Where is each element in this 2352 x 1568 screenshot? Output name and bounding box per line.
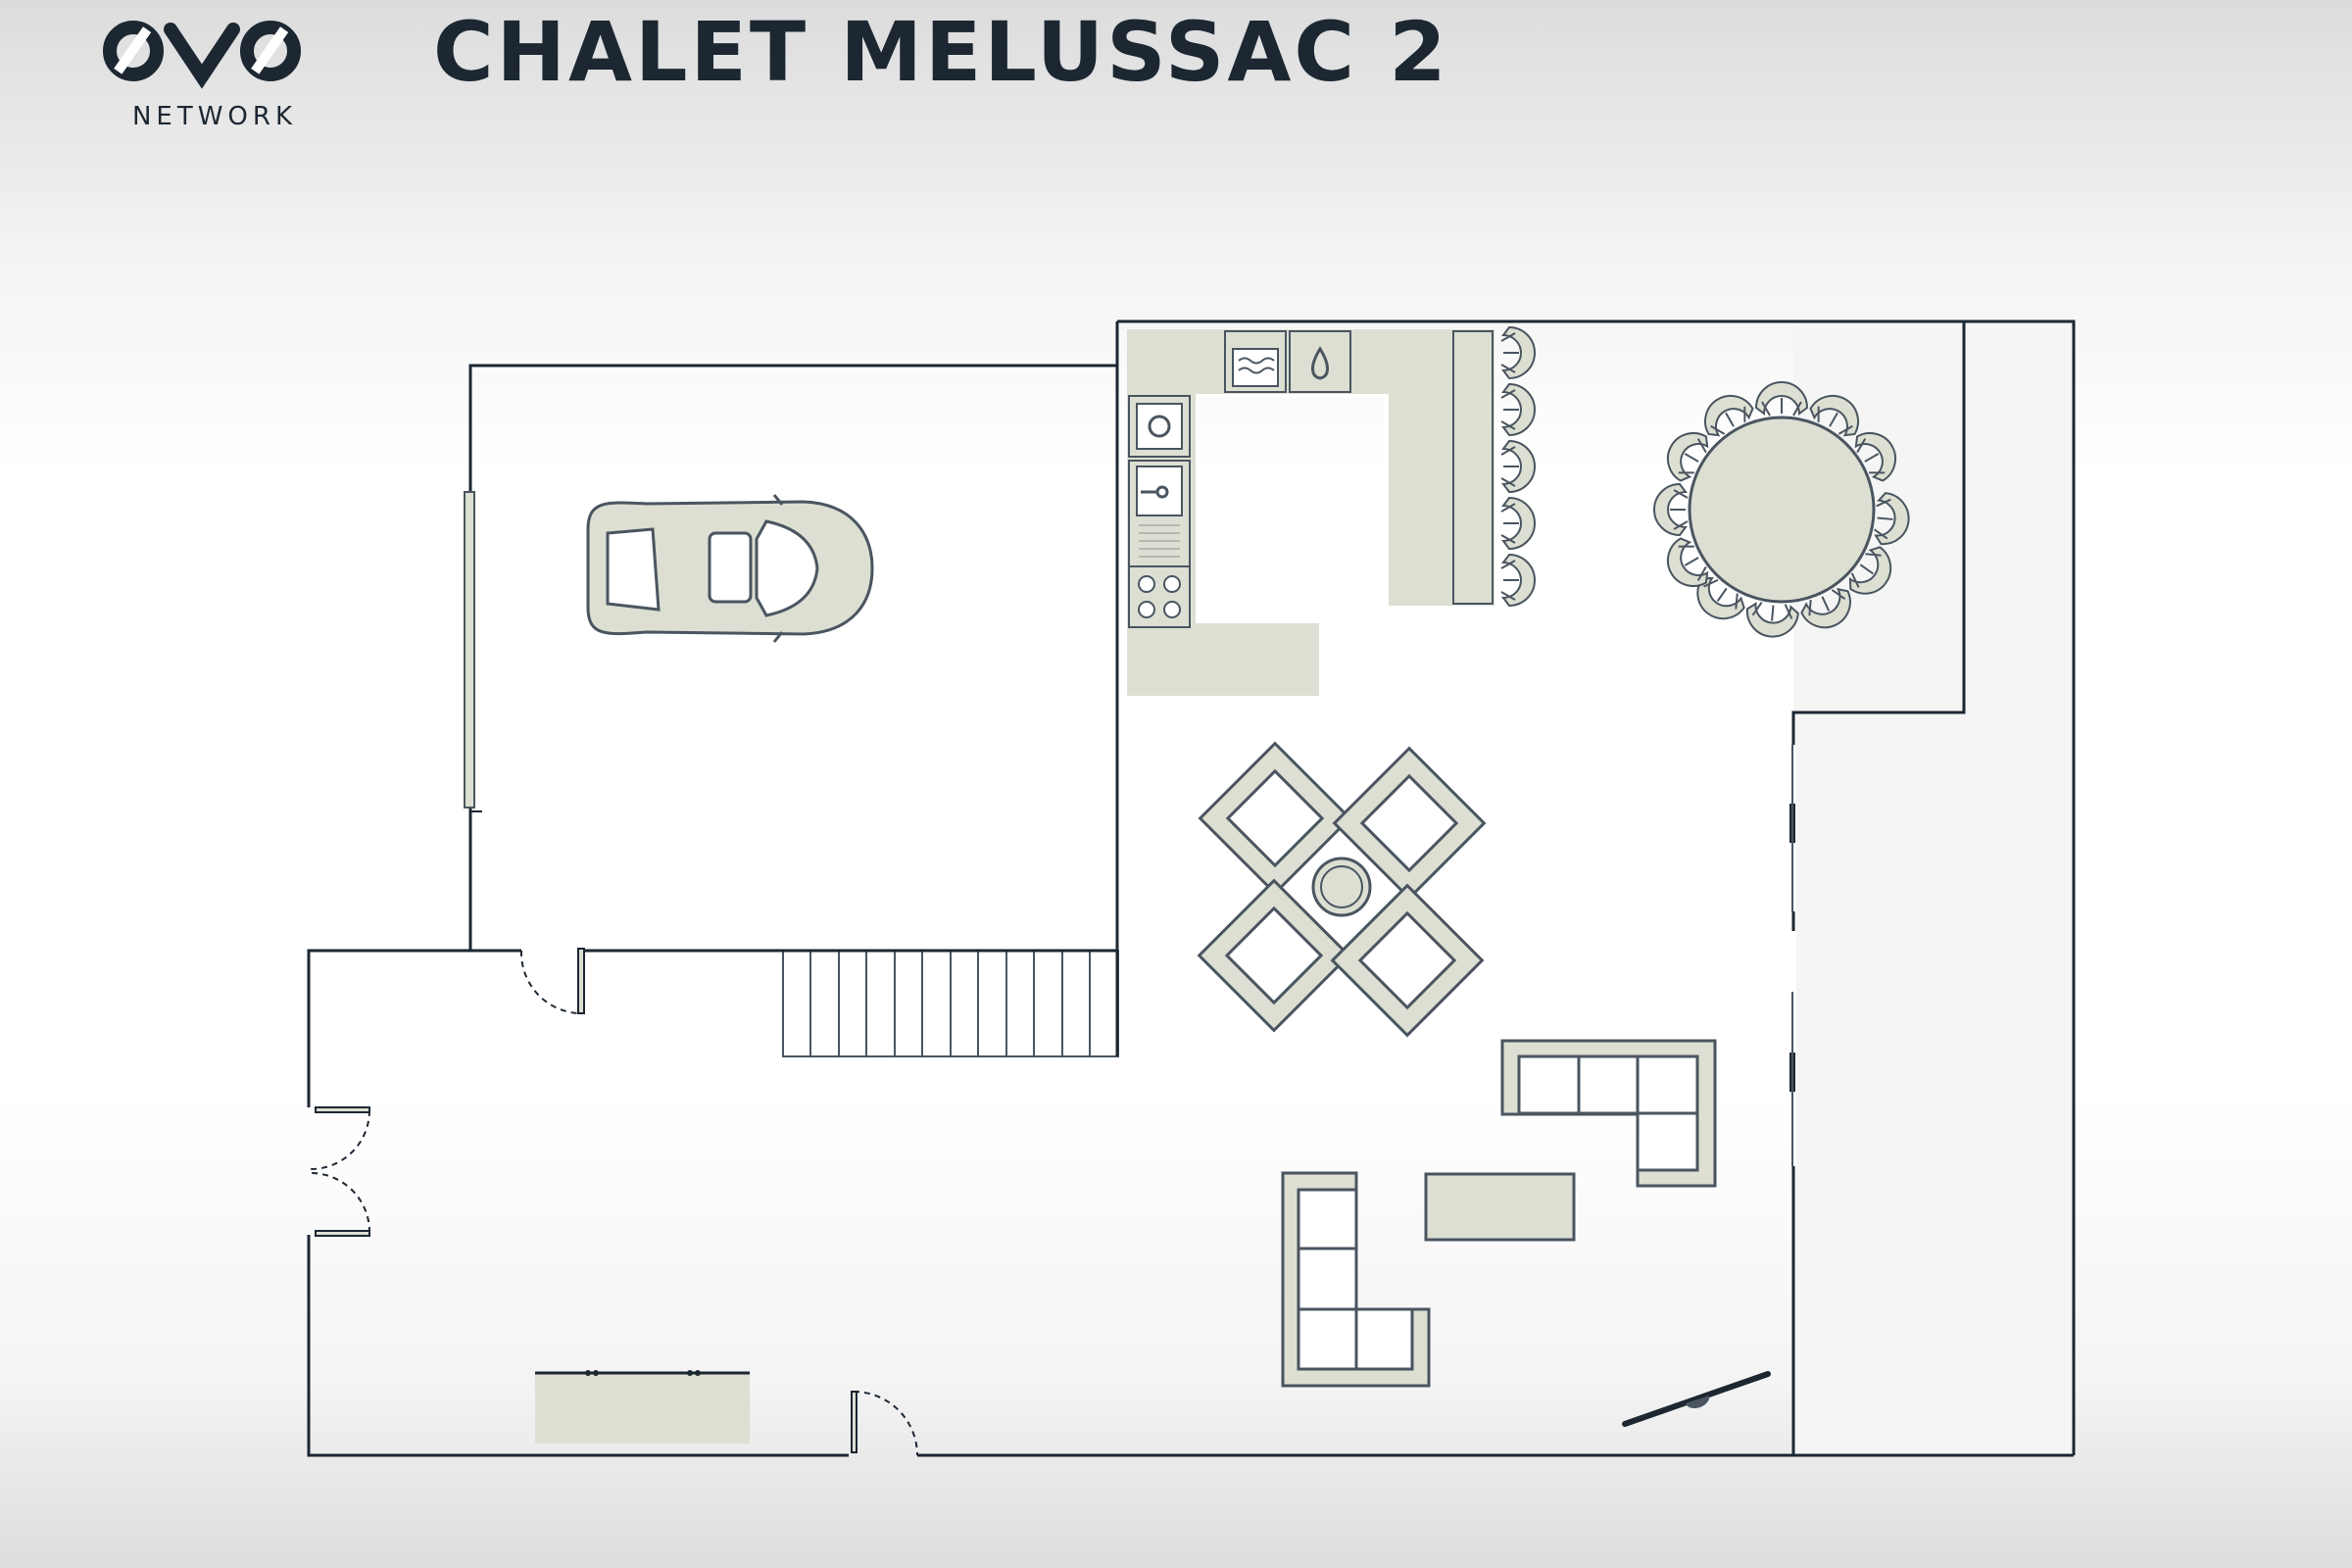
storage-cabinet [535, 1370, 750, 1444]
ovo-logo-icon [103, 21, 301, 89]
tv-icon [1622, 1371, 1771, 1427]
stove-icon [1128, 565, 1191, 628]
oven-icon [1224, 330, 1287, 393]
door-bottom[interactable] [851, 1391, 918, 1456]
side-table [1311, 857, 1372, 917]
brand-logo[interactable]: NETWORK [98, 12, 323, 131]
door-front-double[interactable] [309, 1106, 371, 1237]
kitchen-bar-counter [1452, 330, 1494, 605]
dining-table [1653, 381, 1912, 640]
page-title: CHALET MELUSSAC 2 [433, 4, 1449, 100]
corner-sofa-left [1281, 1171, 1431, 1388]
door-garage-entry[interactable] [519, 948, 585, 1014]
corner-sofa-right [1500, 1039, 1717, 1188]
bar-stools [1500, 326, 1536, 607]
garage-door [464, 491, 482, 812]
water-drop-icon [1289, 330, 1351, 393]
brand-name: NETWORK [131, 102, 298, 131]
staircase [782, 950, 1119, 1057]
coffee-table [1424, 1172, 1576, 1242]
sink-icon [1128, 460, 1191, 567]
sliding-doors-terrace[interactable] [1788, 745, 1796, 1166]
kitchen-counter-edge [1196, 394, 1389, 606]
car-icon [586, 494, 874, 643]
header: NETWORK CHALET MELUSSAC 2 [0, 0, 2352, 196]
dishwasher-icon [1128, 395, 1191, 458]
